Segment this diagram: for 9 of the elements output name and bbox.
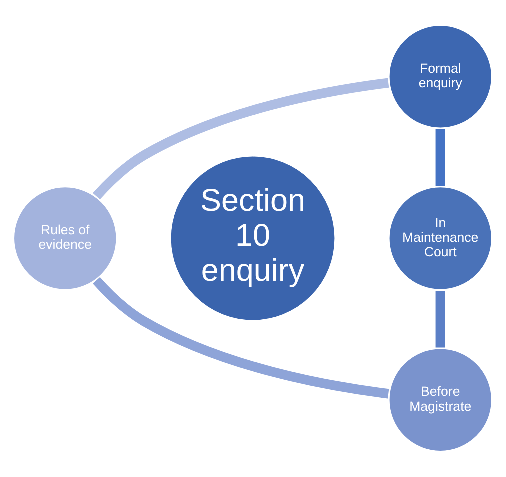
node-circle: Section 10 enquiry	[168, 154, 338, 323]
node-circle: In Maintenance Court	[387, 185, 494, 292]
connector	[92, 78, 390, 200]
connector	[92, 277, 390, 399]
node-circle: Formal enquiry	[387, 24, 494, 130]
connector	[436, 290, 446, 348]
node-circle: Before Magistrate	[387, 346, 494, 454]
node-circle: Rules of evidence	[12, 185, 119, 292]
connector	[436, 129, 446, 186]
